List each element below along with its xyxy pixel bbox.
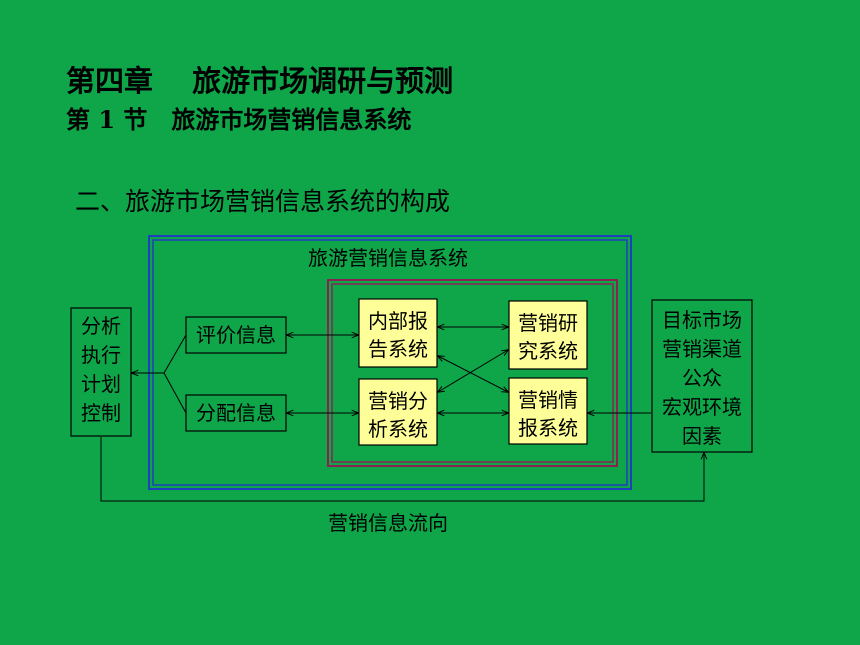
management-line-2: 执行: [81, 343, 121, 367]
marketing-intelligence-line-2: 报系统: [518, 416, 578, 440]
system-label: 旅游营销信息系统: [308, 246, 468, 270]
marketing-research-line-1: 营销研: [518, 311, 578, 335]
environment-line-2: 营销渠道: [662, 337, 742, 361]
system-boundary-outer: [148, 235, 632, 490]
environment-line-4: 宏观环境: [662, 395, 742, 419]
subsystem-boundary-outer: [327, 279, 618, 467]
evaluation-info-label: 评价信息: [196, 323, 276, 347]
evaluation-info-box: 评价信息: [185, 316, 287, 354]
marketing-research-line-2: 究系统: [518, 339, 578, 363]
marketing-intelligence-system-box: 营销情 报系统: [508, 377, 588, 445]
section-heading: 二、旅游市场营销信息系统的构成: [75, 187, 451, 216]
environment-line-5: 因素: [682, 424, 722, 448]
management-box: 分析 执行 计划 控制: [70, 307, 132, 437]
internal-report-line-1: 内部报: [368, 309, 428, 333]
management-line-1: 分析: [81, 314, 121, 338]
information-flow-line: [100, 437, 704, 502]
information-flow-label: 营销信息流向: [328, 511, 448, 535]
distribution-info-box: 分配信息: [185, 394, 287, 432]
connectors: [100, 327, 704, 502]
marketing-research-system-box: 营销研 究系统: [508, 300, 588, 370]
slide-subtitle: 第 1 节 旅游市场营销信息系统: [66, 105, 412, 134]
subsystem-boundary-inner: [331, 283, 614, 463]
marketing-intelligence-line-1: 营销情: [518, 388, 578, 412]
management-line-4: 控制: [81, 401, 121, 425]
system-boundary-inner: [152, 239, 628, 486]
environment-line-3: 公众: [682, 366, 722, 390]
marketing-analysis-system-box: 营销分 析系统: [358, 378, 438, 446]
internal-report-system-box: 内部报 告系统: [358, 298, 438, 368]
environment-box: 目标市场 营销渠道 公众 宏观环境 因素: [651, 299, 753, 453]
arrow-internal-report-intelligence: [438, 356, 508, 392]
marketing-analysis-line-2: 析系统: [368, 417, 428, 441]
distribution-info-label: 分配信息: [196, 401, 276, 425]
arrow-analysis-research: [438, 350, 508, 392]
internal-report-line-2: 告系统: [368, 337, 428, 361]
marketing-analysis-line-1: 营销分: [368, 389, 428, 413]
management-line-3: 计划: [81, 372, 121, 396]
environment-line-1: 目标市场: [662, 308, 742, 332]
slide-title: 第四章 旅游市场调研与预测: [66, 64, 454, 98]
connector-distribution-to-management: [163, 372, 187, 414]
connector-evaluation-to-management: [163, 334, 187, 374]
